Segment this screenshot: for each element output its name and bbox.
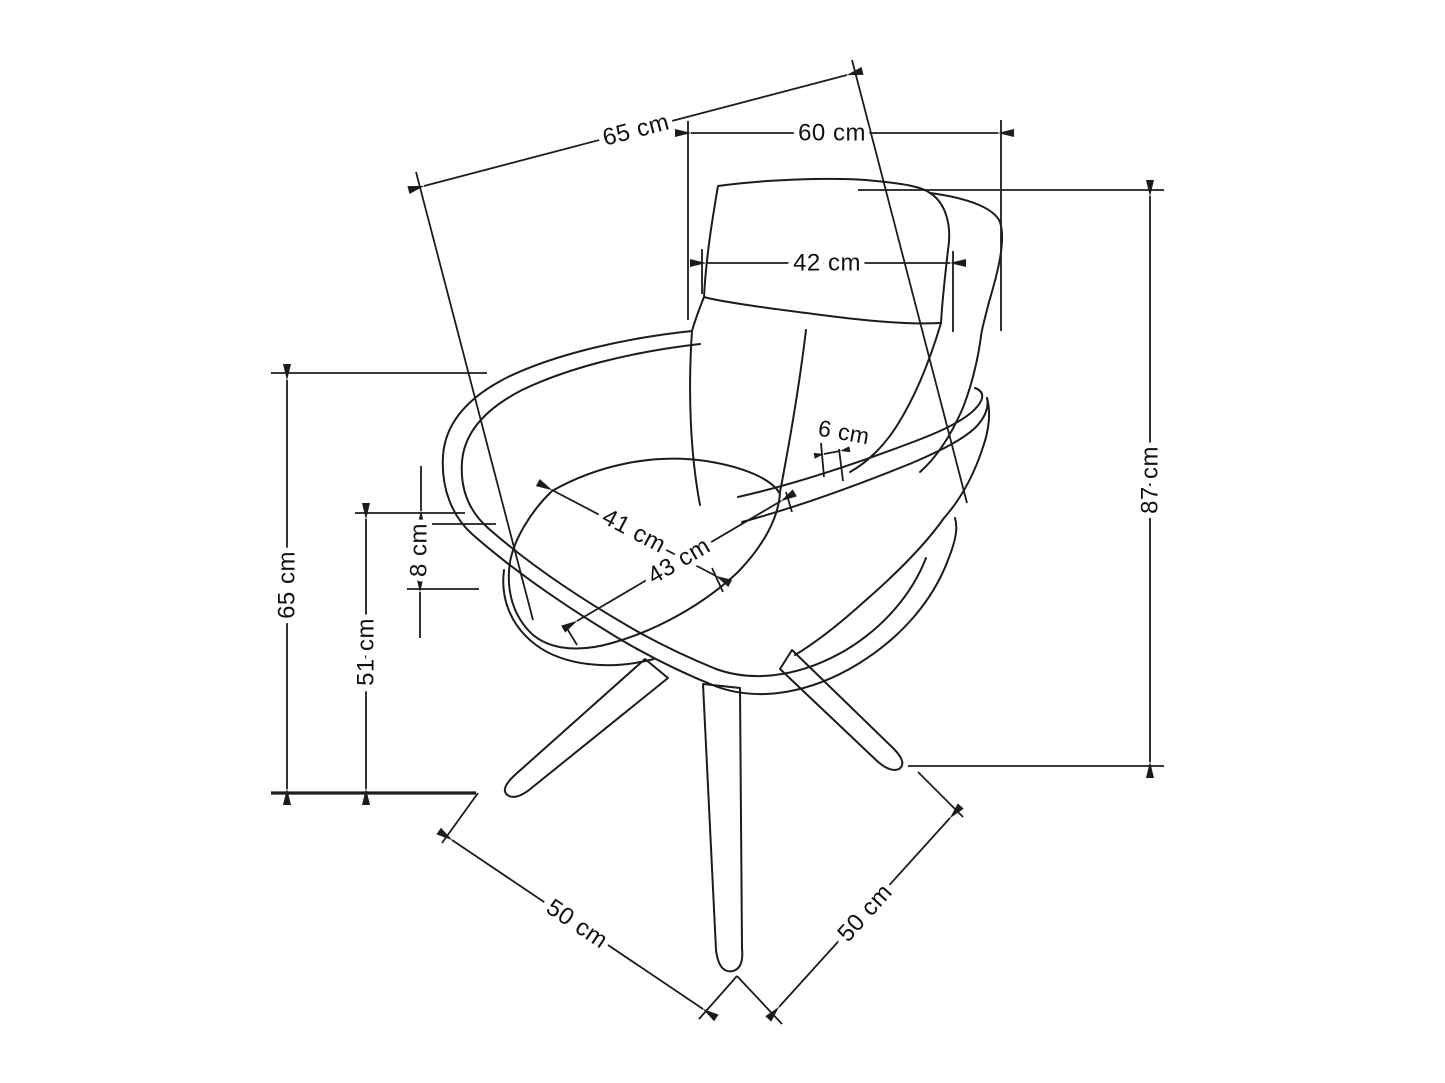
dim-label-base-rear: 50 cm [832,879,898,947]
ext-tick-50-right-upper [917,771,964,818]
ext-tick-6-right [838,448,844,482]
armrest-rim-outer [737,387,984,498]
dim-line-armrest-rim [813,446,851,459]
ext-tick-50-left-lower [698,975,738,1020]
dim-label-cushion-thickness: 8 cm [406,523,433,577]
dim-label-total-depth: 65 cm [600,108,672,151]
headrest-outline [703,177,951,324]
dim-line-base-front [436,827,719,1022]
dim-label-armrest-rim: 6 cm [816,415,872,450]
shell-inner-rim [460,343,927,678]
rear-right-leg [779,649,904,771]
ext-tick-43-left [564,624,578,646]
ext-tick-6-left [820,442,825,478]
dim-label-total-height: 87 cm [1137,446,1164,514]
ext-tick-50-right-lower [736,975,783,1025]
armrest-rim-inner [741,397,989,523]
front-center-leg [702,683,744,973]
dim-label-base-front: 50 cm [541,894,612,954]
ext-line-depth-left [415,171,534,621]
dim-line-base-rear [765,803,964,1022]
seat-cushion-side-band [502,569,655,667]
right-wing-hook [794,397,991,656]
dim-label-seat-width: 41 cm [598,503,671,558]
dim-label-seat-height: 51 cm [353,618,380,686]
dim-line-seat-depth [561,489,797,633]
shell-outer [441,330,958,696]
dim-label-backrest-width: 42 cm [793,250,861,277]
backrest-right-edge [849,322,942,473]
headrest-bottom-seam [703,296,942,325]
front-left-leg [503,658,669,798]
dim-label-armrest-height: 65 cm [274,551,301,619]
backrest-left-edge [689,296,705,506]
dim-label-back-width-top: 60 cm [798,120,866,147]
seat-cushion [507,457,781,650]
chair-drawing [441,177,1004,973]
backrest-center-seam [779,329,807,493]
dimension-annotations: 65 cm 60 cm 42 cm 87 cm 65 cm 51 cm 8 cm [268,59,1169,1025]
dim-line-total-depth [407,67,864,194]
right-wing-outer [919,192,1004,473]
ext-tick-50-left-upper [441,792,479,844]
